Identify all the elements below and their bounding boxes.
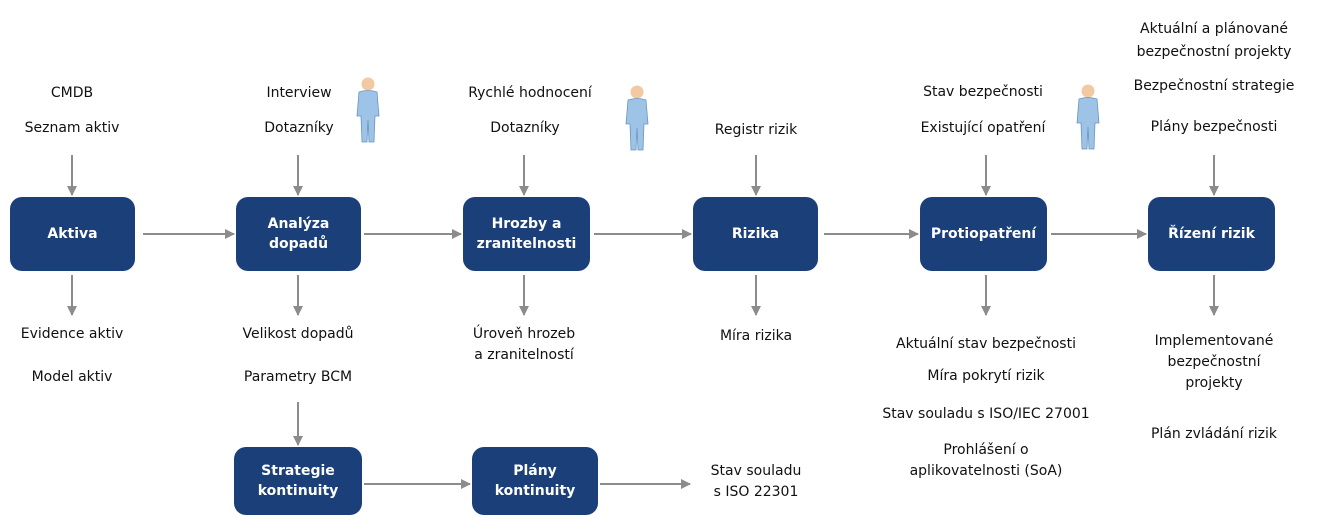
output-stav-souladu-iso27001: Stav souladu s ISO/IEC 27001 xyxy=(882,406,1090,422)
output-aktualni-stav-bezpecnosti: Aktuální stav bezpečnosti xyxy=(896,336,1076,352)
input-existujici-opatreni: Existující opatření xyxy=(920,120,1046,136)
input-registr-rizik: Registr rizik xyxy=(714,122,798,138)
box-aktiva-label: Aktiva xyxy=(47,226,98,242)
person-icon xyxy=(356,77,380,143)
box-protiopatreni-label: Protiopatření xyxy=(930,226,1037,242)
box-protiopatreni: Protiopatření xyxy=(920,197,1047,271)
person-icon xyxy=(1076,84,1100,150)
box-aktiva: Aktiva xyxy=(10,197,135,271)
output-mira-rizika: Míra rizika xyxy=(719,328,793,344)
input-bezpecnostni-strategie: Bezpečnostní strategie xyxy=(1133,78,1295,94)
output-plan-zvladani-rizik: Plán zvládání rizik xyxy=(1150,426,1277,442)
input-cmdb: CMDB xyxy=(50,85,94,101)
output-model-aktiv: Model aktiv xyxy=(31,369,113,385)
input-seznam-aktiv: Seznam aktiv xyxy=(24,120,120,136)
output-evidence-aktiv: Evidence aktiv xyxy=(20,326,124,342)
input-bezpecnostni-projekty: bezpečnostní projekty xyxy=(1136,44,1292,60)
input-dotazniky: Dotazníky xyxy=(490,120,560,136)
input-rychle-hodnoceni: Rychlé hodnocení xyxy=(468,85,592,101)
output-parametry-bcm: Parametry BCM xyxy=(243,369,353,385)
person-icon xyxy=(625,85,649,151)
input-interview: Interview xyxy=(266,85,332,101)
box-rizika-label: Rizika xyxy=(731,226,780,242)
input-plany-bezpecnosti: Plány bezpečnosti xyxy=(1150,119,1278,135)
output-mira-pokryti-rizik: Míra pokrytí rizik xyxy=(927,368,1045,384)
box-rizeni-rizik: Řízení rizik xyxy=(1148,197,1275,271)
input-stav-bezpecnosti: Stav bezpečnosti xyxy=(923,84,1043,100)
box-rizika: Rizika xyxy=(693,197,818,271)
box-rizeni-label: Řízení rizik xyxy=(1168,226,1255,242)
input-dotazniky: Dotazníky xyxy=(264,120,334,136)
output-velikost-dopadu: Velikost dopadů xyxy=(242,326,354,342)
input-aktualni-a-planovane: Aktuální a plánované xyxy=(1140,21,1288,37)
